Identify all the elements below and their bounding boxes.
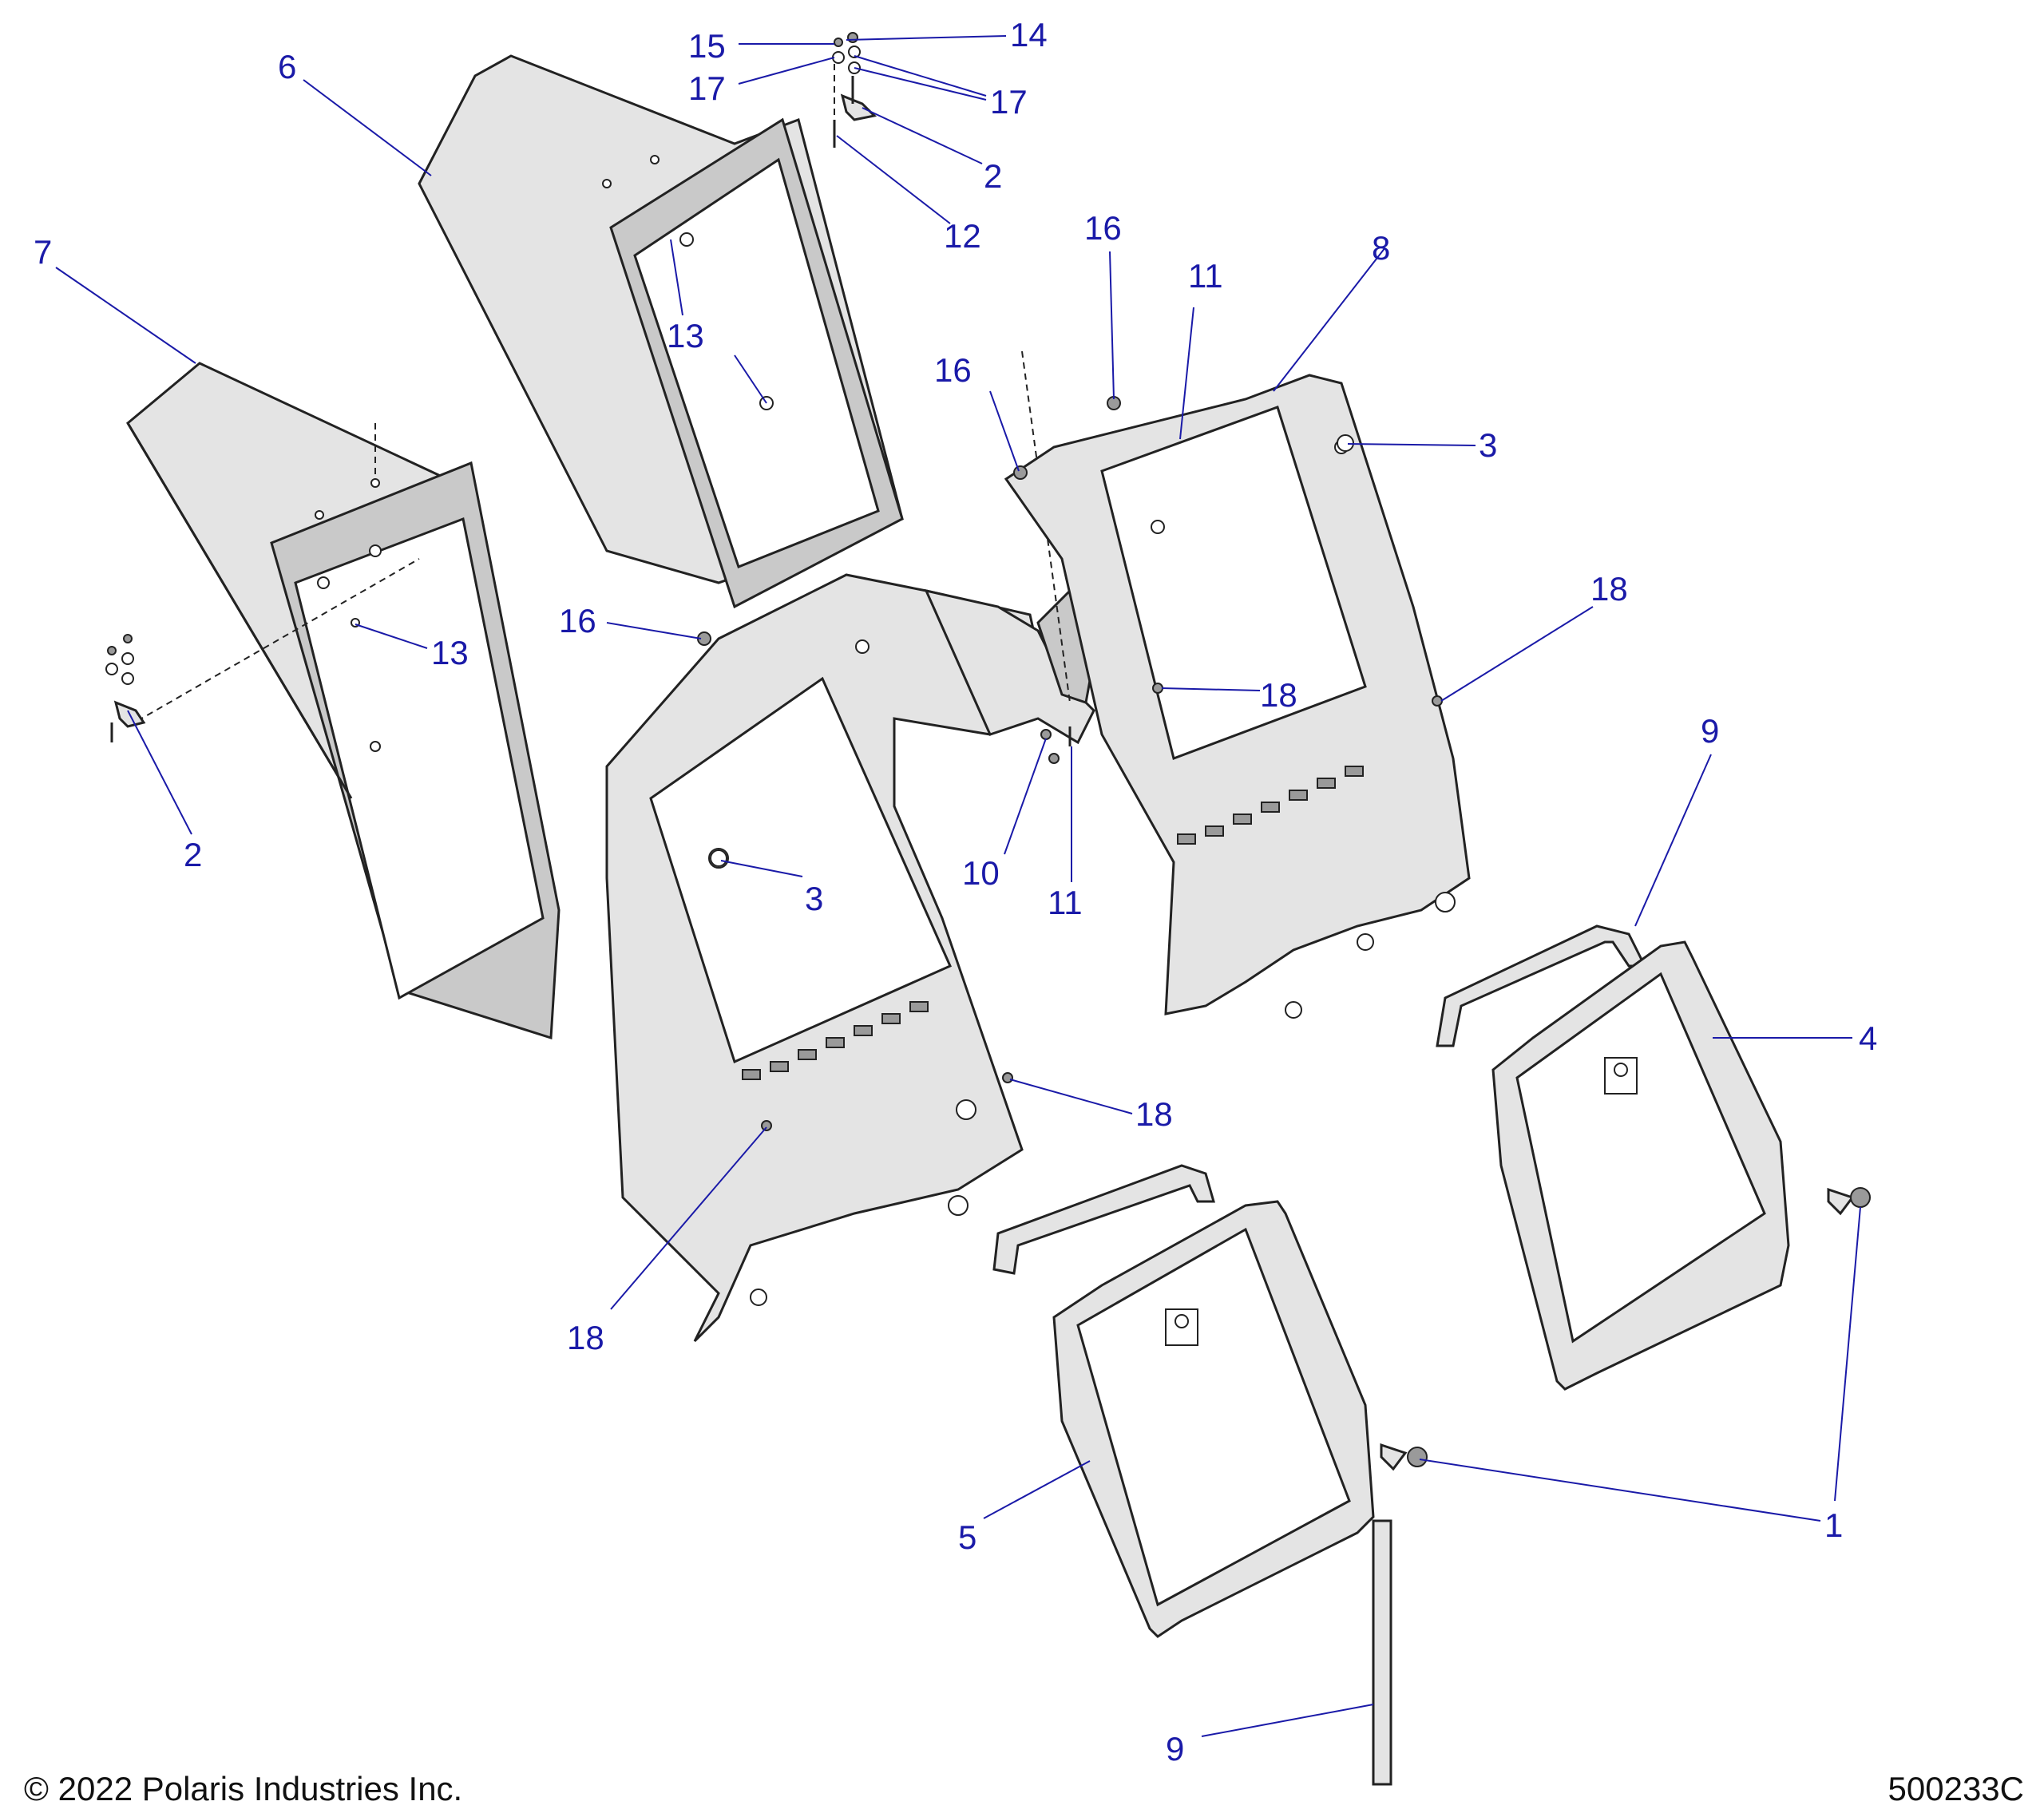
callout-1: 1 — [1824, 1506, 1843, 1544]
callout-17-left: 17 — [688, 69, 726, 107]
callout-2-lower: 2 — [184, 836, 202, 873]
callout-8: 8 — [1372, 229, 1390, 267]
part-8-right-panel — [1004, 374, 1471, 1019]
part-9-seal-lower-handle — [992, 1164, 1215, 1275]
callout-2-upper: 2 — [984, 157, 1002, 195]
part-5-door — [1052, 1200, 1375, 1638]
callout-18-right: 18 — [1590, 570, 1628, 608]
part-7-housing — [126, 362, 561, 1040]
callout-16-middle: 16 — [934, 351, 972, 389]
copyright-text: © 2022 Polaris Industries Inc. — [24, 1770, 462, 1807]
callout-14: 14 — [1010, 16, 1048, 53]
part-9-strip — [1372, 1519, 1392, 1786]
callout-6: 6 — [278, 48, 296, 85]
callout-15: 15 — [688, 27, 726, 65]
callout-16-right: 16 — [1084, 209, 1122, 247]
callout-10: 10 — [962, 854, 1000, 892]
callout-3-left: 3 — [805, 880, 823, 917]
callout-16-left: 16 — [559, 602, 596, 639]
callout-5: 5 — [958, 1518, 976, 1556]
callout-4: 4 — [1859, 1019, 1877, 1057]
part-6-housing — [418, 54, 904, 609]
callout-9-upper: 9 — [1701, 712, 1719, 750]
hardware-stack-left — [105, 634, 146, 742]
callout-11-upper: 11 — [1188, 257, 1223, 295]
callout-18-lower-right: 18 — [1135, 1095, 1173, 1133]
part-1-clip-left — [1380, 1443, 1428, 1471]
part-1-clip-right — [1827, 1187, 1871, 1216]
callout-18-lower-left: 18 — [567, 1319, 604, 1356]
leader-lines — [55, 35, 1861, 1737]
hardware-stack-upper — [832, 32, 877, 148]
part-9-seal-upper — [1436, 924, 1647, 1047]
part-4-door — [1491, 940, 1790, 1391]
callout-9-lower: 9 — [1166, 1730, 1184, 1768]
drawing-number: 500233C — [1888, 1770, 2024, 1807]
callout-17-right: 17 — [990, 83, 1028, 121]
callout-13-lower: 13 — [431, 634, 469, 671]
callout-7: 7 — [34, 233, 52, 271]
callout-labels: 14 15 17 17 2 12 6 7 13 13 2 16 16 16 11… — [34, 16, 1877, 1768]
center-frame-left-panel — [605, 573, 1048, 1343]
callout-3-right: 3 — [1479, 426, 1497, 464]
callout-18-center: 18 — [1260, 676, 1297, 714]
callout-13-upper: 13 — [667, 317, 704, 354]
callout-12: 12 — [944, 217, 981, 255]
callout-11-lower: 11 — [1048, 884, 1083, 921]
